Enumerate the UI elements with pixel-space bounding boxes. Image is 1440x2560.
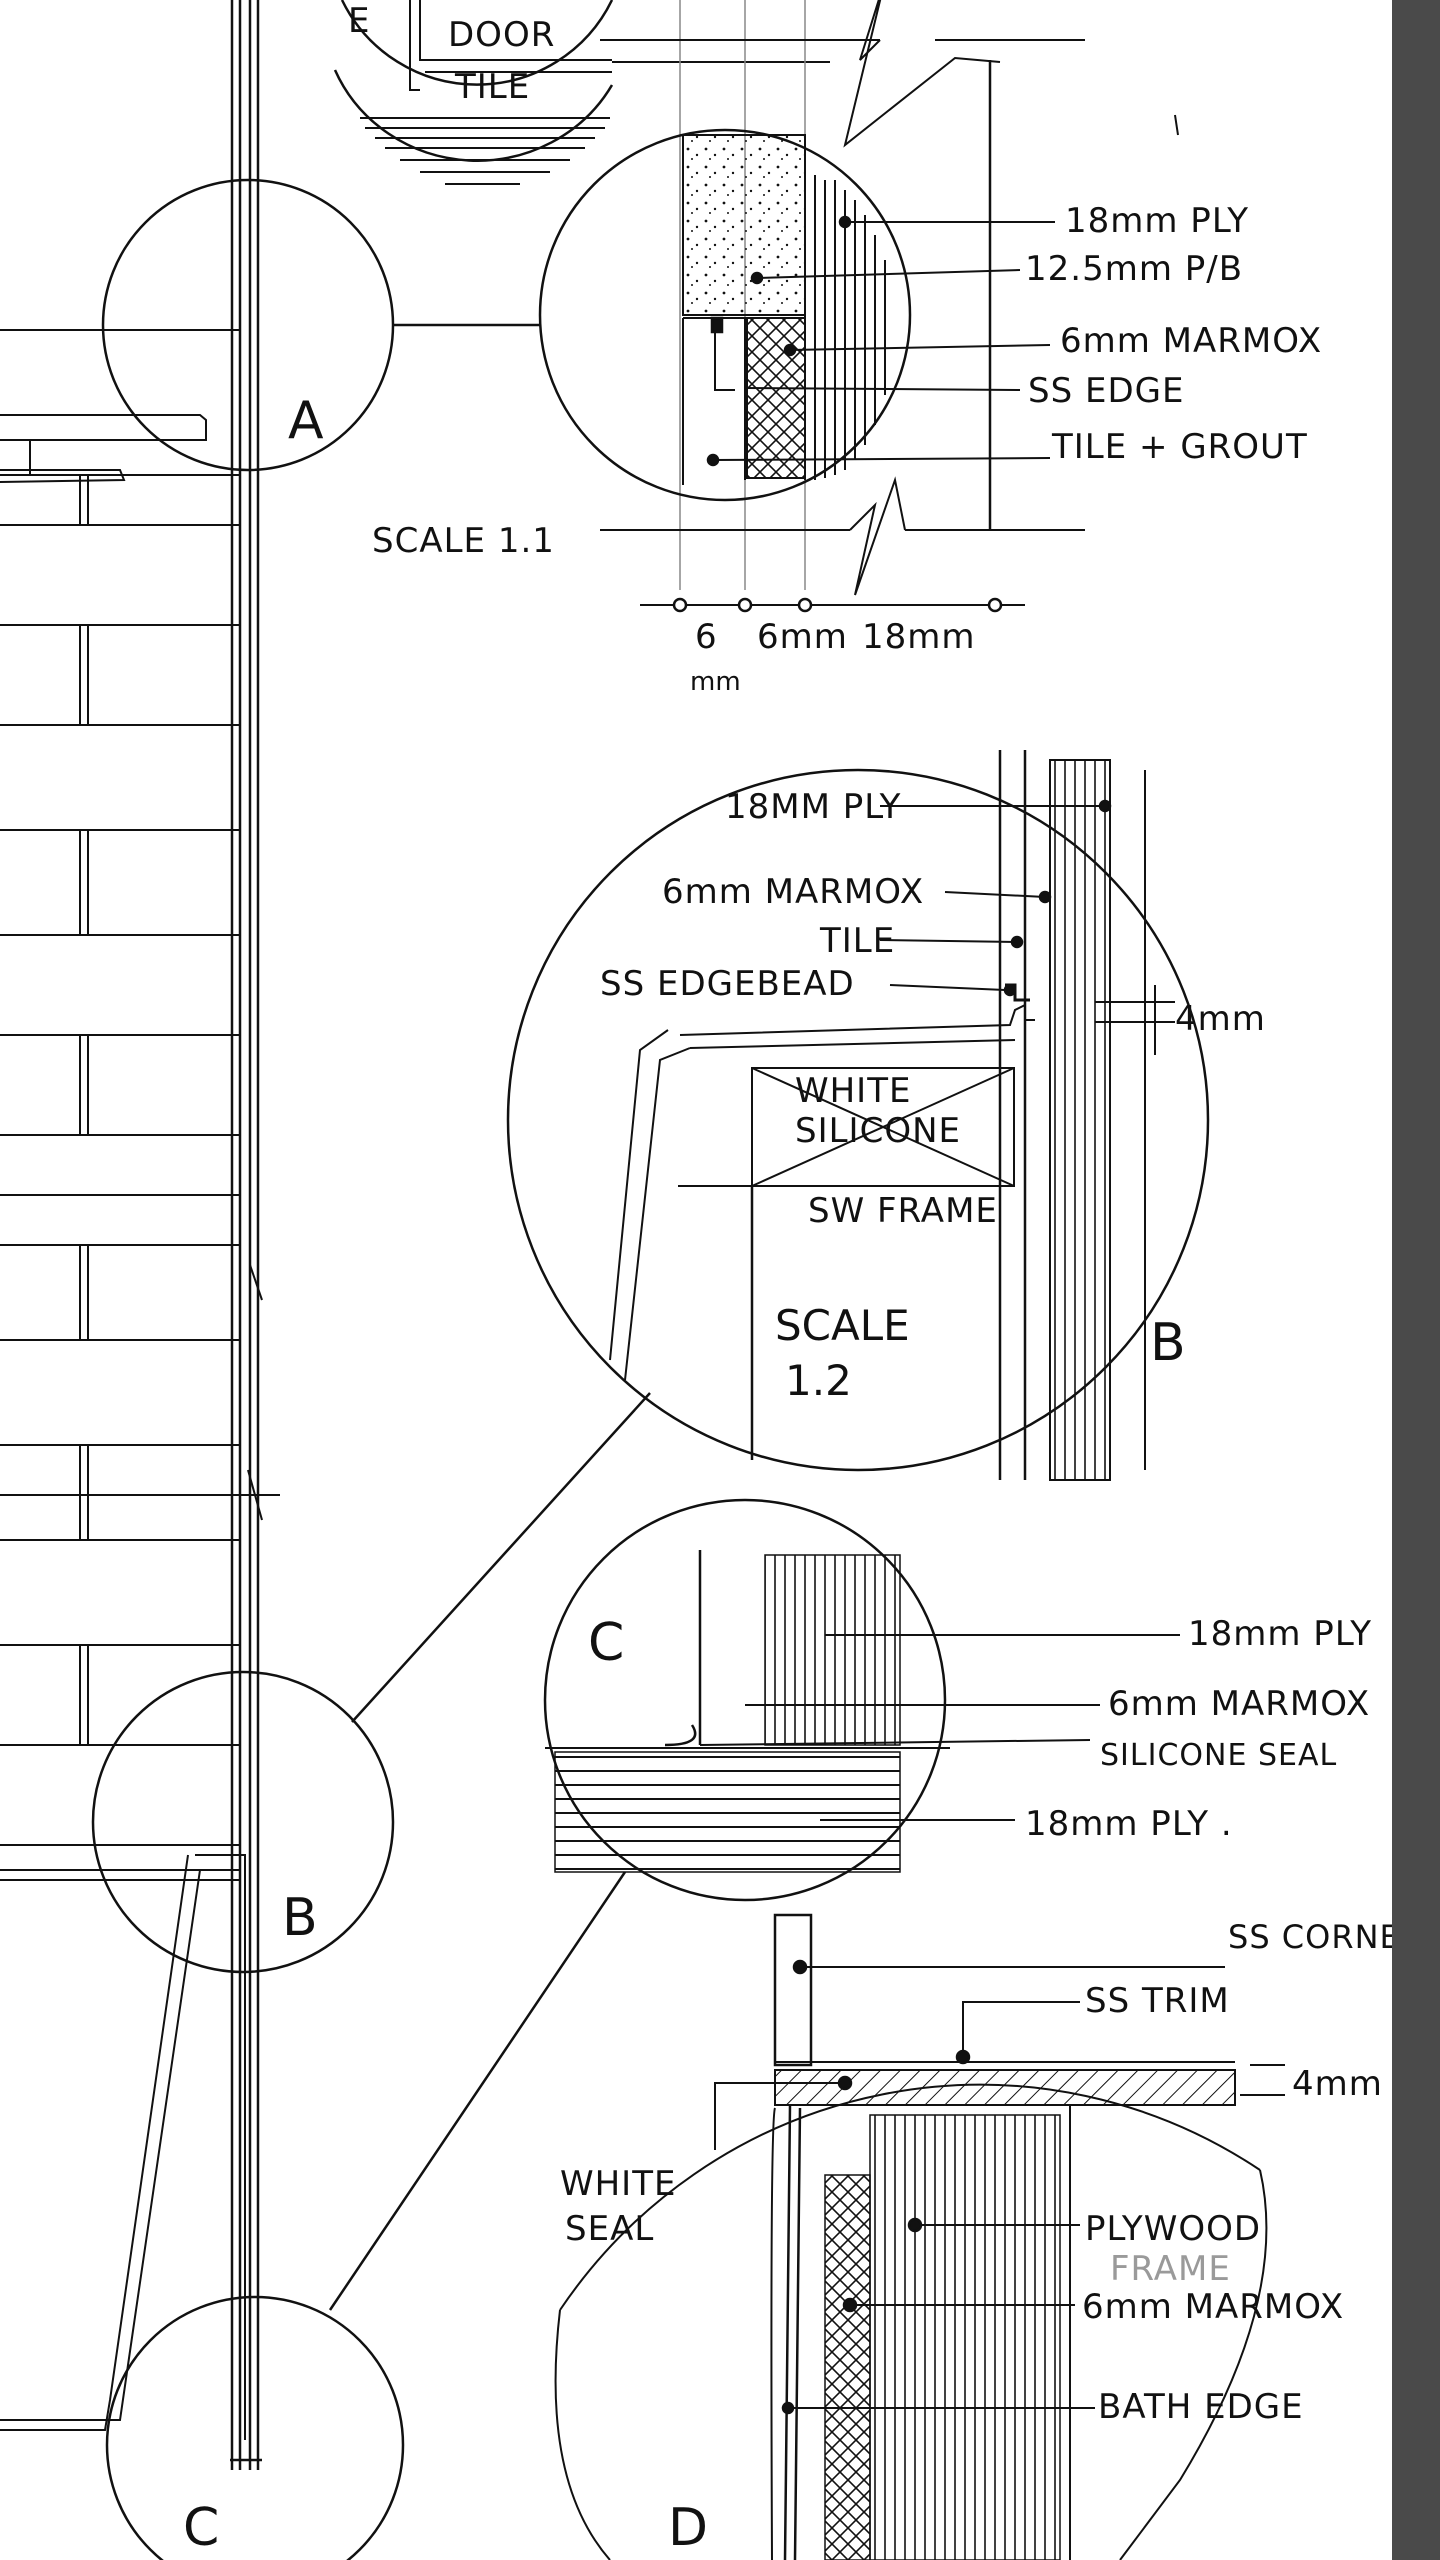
detail-c: 18mm PLY 6mm MARMOX SILICONE SEAL 18mm P… — [543, 1498, 1372, 1902]
a-dim-6mm: 6mm — [757, 617, 848, 657]
a-dim-6: 6 — [695, 617, 718, 657]
wall-elevation — [0, 0, 280, 2470]
detail-a: 18mm PLY 12.5mm P/B 6mm MARMOX SS EDGE T… — [372, 0, 1322, 697]
callout-c: C — [105, 1871, 627, 2560]
b-label-silicone: SILICONE — [795, 1111, 961, 1151]
d-label-plywood: PLYWOOD — [1085, 2209, 1261, 2249]
a-label-ss-edge: SS EDGE — [1028, 371, 1184, 411]
callout-b-letter: B — [282, 1888, 318, 1948]
detail-top: E DOOR TILE — [333, 0, 830, 185]
d-label-4mm: 4mm — [1292, 2064, 1383, 2104]
a-dim-18mm: 18mm — [862, 617, 976, 657]
a-scale: SCALE 1.1 — [372, 521, 555, 561]
a-label-pb: 12.5mm P/B — [1025, 249, 1243, 289]
d-letter: D — [668, 2498, 708, 2558]
d-label-bath-edge: BATH EDGE — [1098, 2387, 1304, 2427]
d-label-white: WHITE — [560, 2164, 676, 2204]
b-letter: B — [1150, 1313, 1186, 1373]
c-label-ply-2: 18mm PLY . — [1025, 1804, 1233, 1844]
door-label: DOOR — [448, 15, 555, 55]
detail-d: SS CORNER SS TRIM 4mm WHITE SEAL PLYWOOD… — [554, 1913, 1424, 2560]
detail-top-corner-label: E — [348, 1, 370, 41]
d-label-ss-trim: SS TRIM — [1085, 1981, 1230, 2021]
tile-label-top: TILE — [454, 67, 530, 107]
callout-c-letter: C — [183, 2498, 219, 2558]
b-label-marmox: 6mm MARMOX — [662, 872, 924, 912]
callout-a: A — [101, 178, 540, 472]
c-letter: C — [588, 1613, 624, 1673]
b-scale-value: 1.2 — [785, 1356, 852, 1405]
tile-courses — [0, 329, 280, 1846]
a-label-marmox: 6mm MARMOX — [1060, 321, 1322, 361]
viewer-scrollbar-panel[interactable] — [1392, 0, 1440, 2560]
callout-a-letter: A — [288, 391, 324, 451]
b-label-4mm: 4mm — [1175, 999, 1266, 1039]
detail-b: 18MM PLY 6mm MARMOX TILE SS EDGEBEAD 4mm… — [506, 750, 1266, 1481]
c-label-marmox: 6mm MARMOX — [1108, 1684, 1370, 1724]
d-label-frame-faint: FRAME — [1110, 2249, 1231, 2289]
b-label-sw-frame: SW FRAME — [808, 1191, 998, 1231]
b-label-white: WHITE — [795, 1071, 911, 1111]
a-label-tile-grout: TILE + GROUT — [1051, 427, 1308, 467]
d-label-seal: SEAL — [565, 2209, 654, 2249]
callout-b: B — [91, 1392, 651, 1974]
b-label-tile: TILE — [819, 921, 895, 961]
b-scale-word: SCALE — [775, 1301, 910, 1350]
a-label-ply: 18mm PLY — [1065, 201, 1249, 241]
b-label-edgebead: SS EDGEBEAD — [600, 964, 855, 1004]
c-label-ply: 18mm PLY — [1188, 1614, 1372, 1654]
c-label-silicone-seal: SILICONE SEAL — [1100, 1738, 1337, 1773]
d-label-ss-corner: SS CORNER — [1228, 1918, 1424, 1956]
d-label-marmox: 6mm MARMOX — [1082, 2287, 1344, 2327]
a-dim-mm: mm — [690, 667, 741, 697]
b-label-ply: 18MM PLY — [725, 787, 901, 827]
